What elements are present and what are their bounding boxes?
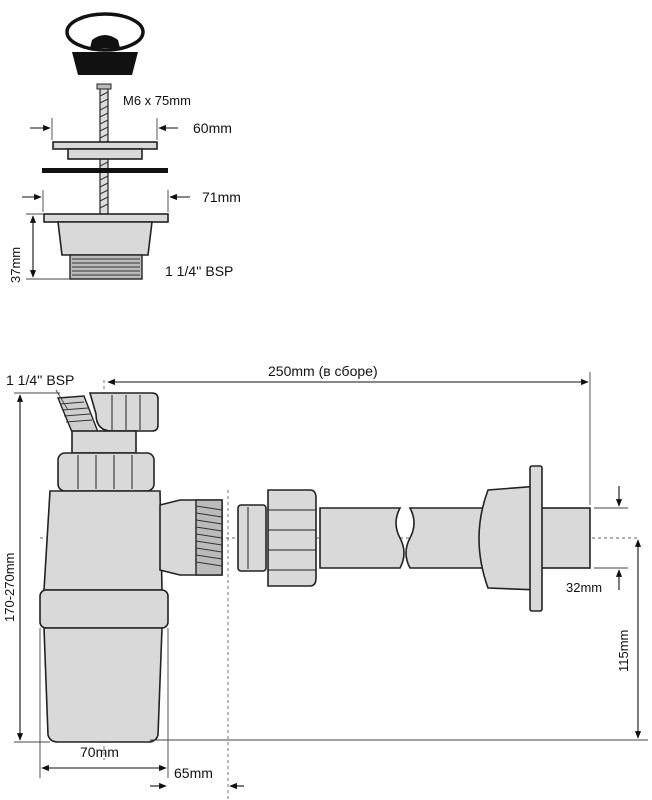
trap-height-label: 170-270mm bbox=[2, 553, 17, 622]
compression-washer bbox=[237, 504, 267, 572]
wall-rosette bbox=[478, 465, 543, 612]
flange-base-width-label: 71mm bbox=[202, 189, 241, 205]
strainer-top-flange bbox=[52, 141, 158, 160]
trap-upper-nut bbox=[57, 452, 155, 492]
strainer-height-label: 37mm bbox=[8, 247, 23, 283]
dim-60mm bbox=[30, 118, 178, 140]
waste-pipe bbox=[319, 507, 591, 569]
dim-70mm bbox=[39, 628, 169, 778]
dim-37mm bbox=[26, 213, 70, 280]
trap-outlet-spigot bbox=[159, 499, 223, 576]
plug-stopper bbox=[65, 12, 145, 75]
compression-nut bbox=[267, 489, 317, 587]
dim-170-270mm bbox=[14, 392, 60, 743]
trap-inlet-pipe bbox=[71, 430, 137, 454]
outlet-height-label: 115mm bbox=[616, 630, 631, 672]
dim-115mm bbox=[150, 539, 648, 741]
flange-top-width-label: 60mm bbox=[193, 120, 232, 136]
trap-top-thread-nut bbox=[56, 392, 159, 433]
trap-bottle-body bbox=[39, 490, 169, 743]
pipe-diameter-label: 32mm bbox=[566, 580, 602, 595]
strainer-body bbox=[43, 213, 169, 280]
screw-size-label: M6 x 75mm bbox=[123, 93, 191, 108]
outlet-offset-label: 65mm bbox=[174, 765, 213, 781]
strainer-thread-label: 1 1/4'' BSP bbox=[165, 263, 233, 279]
rubber-gasket bbox=[42, 168, 168, 173]
assembled-length-label: 250mm (в сборе) bbox=[268, 363, 378, 379]
body-width-label: 70mm bbox=[80, 744, 119, 760]
dim-32mm bbox=[594, 486, 628, 590]
dim-250mm bbox=[107, 372, 591, 505]
trap-thread-label: 1 1/4'' BSP bbox=[6, 372, 74, 388]
dim-71mm bbox=[22, 190, 190, 212]
